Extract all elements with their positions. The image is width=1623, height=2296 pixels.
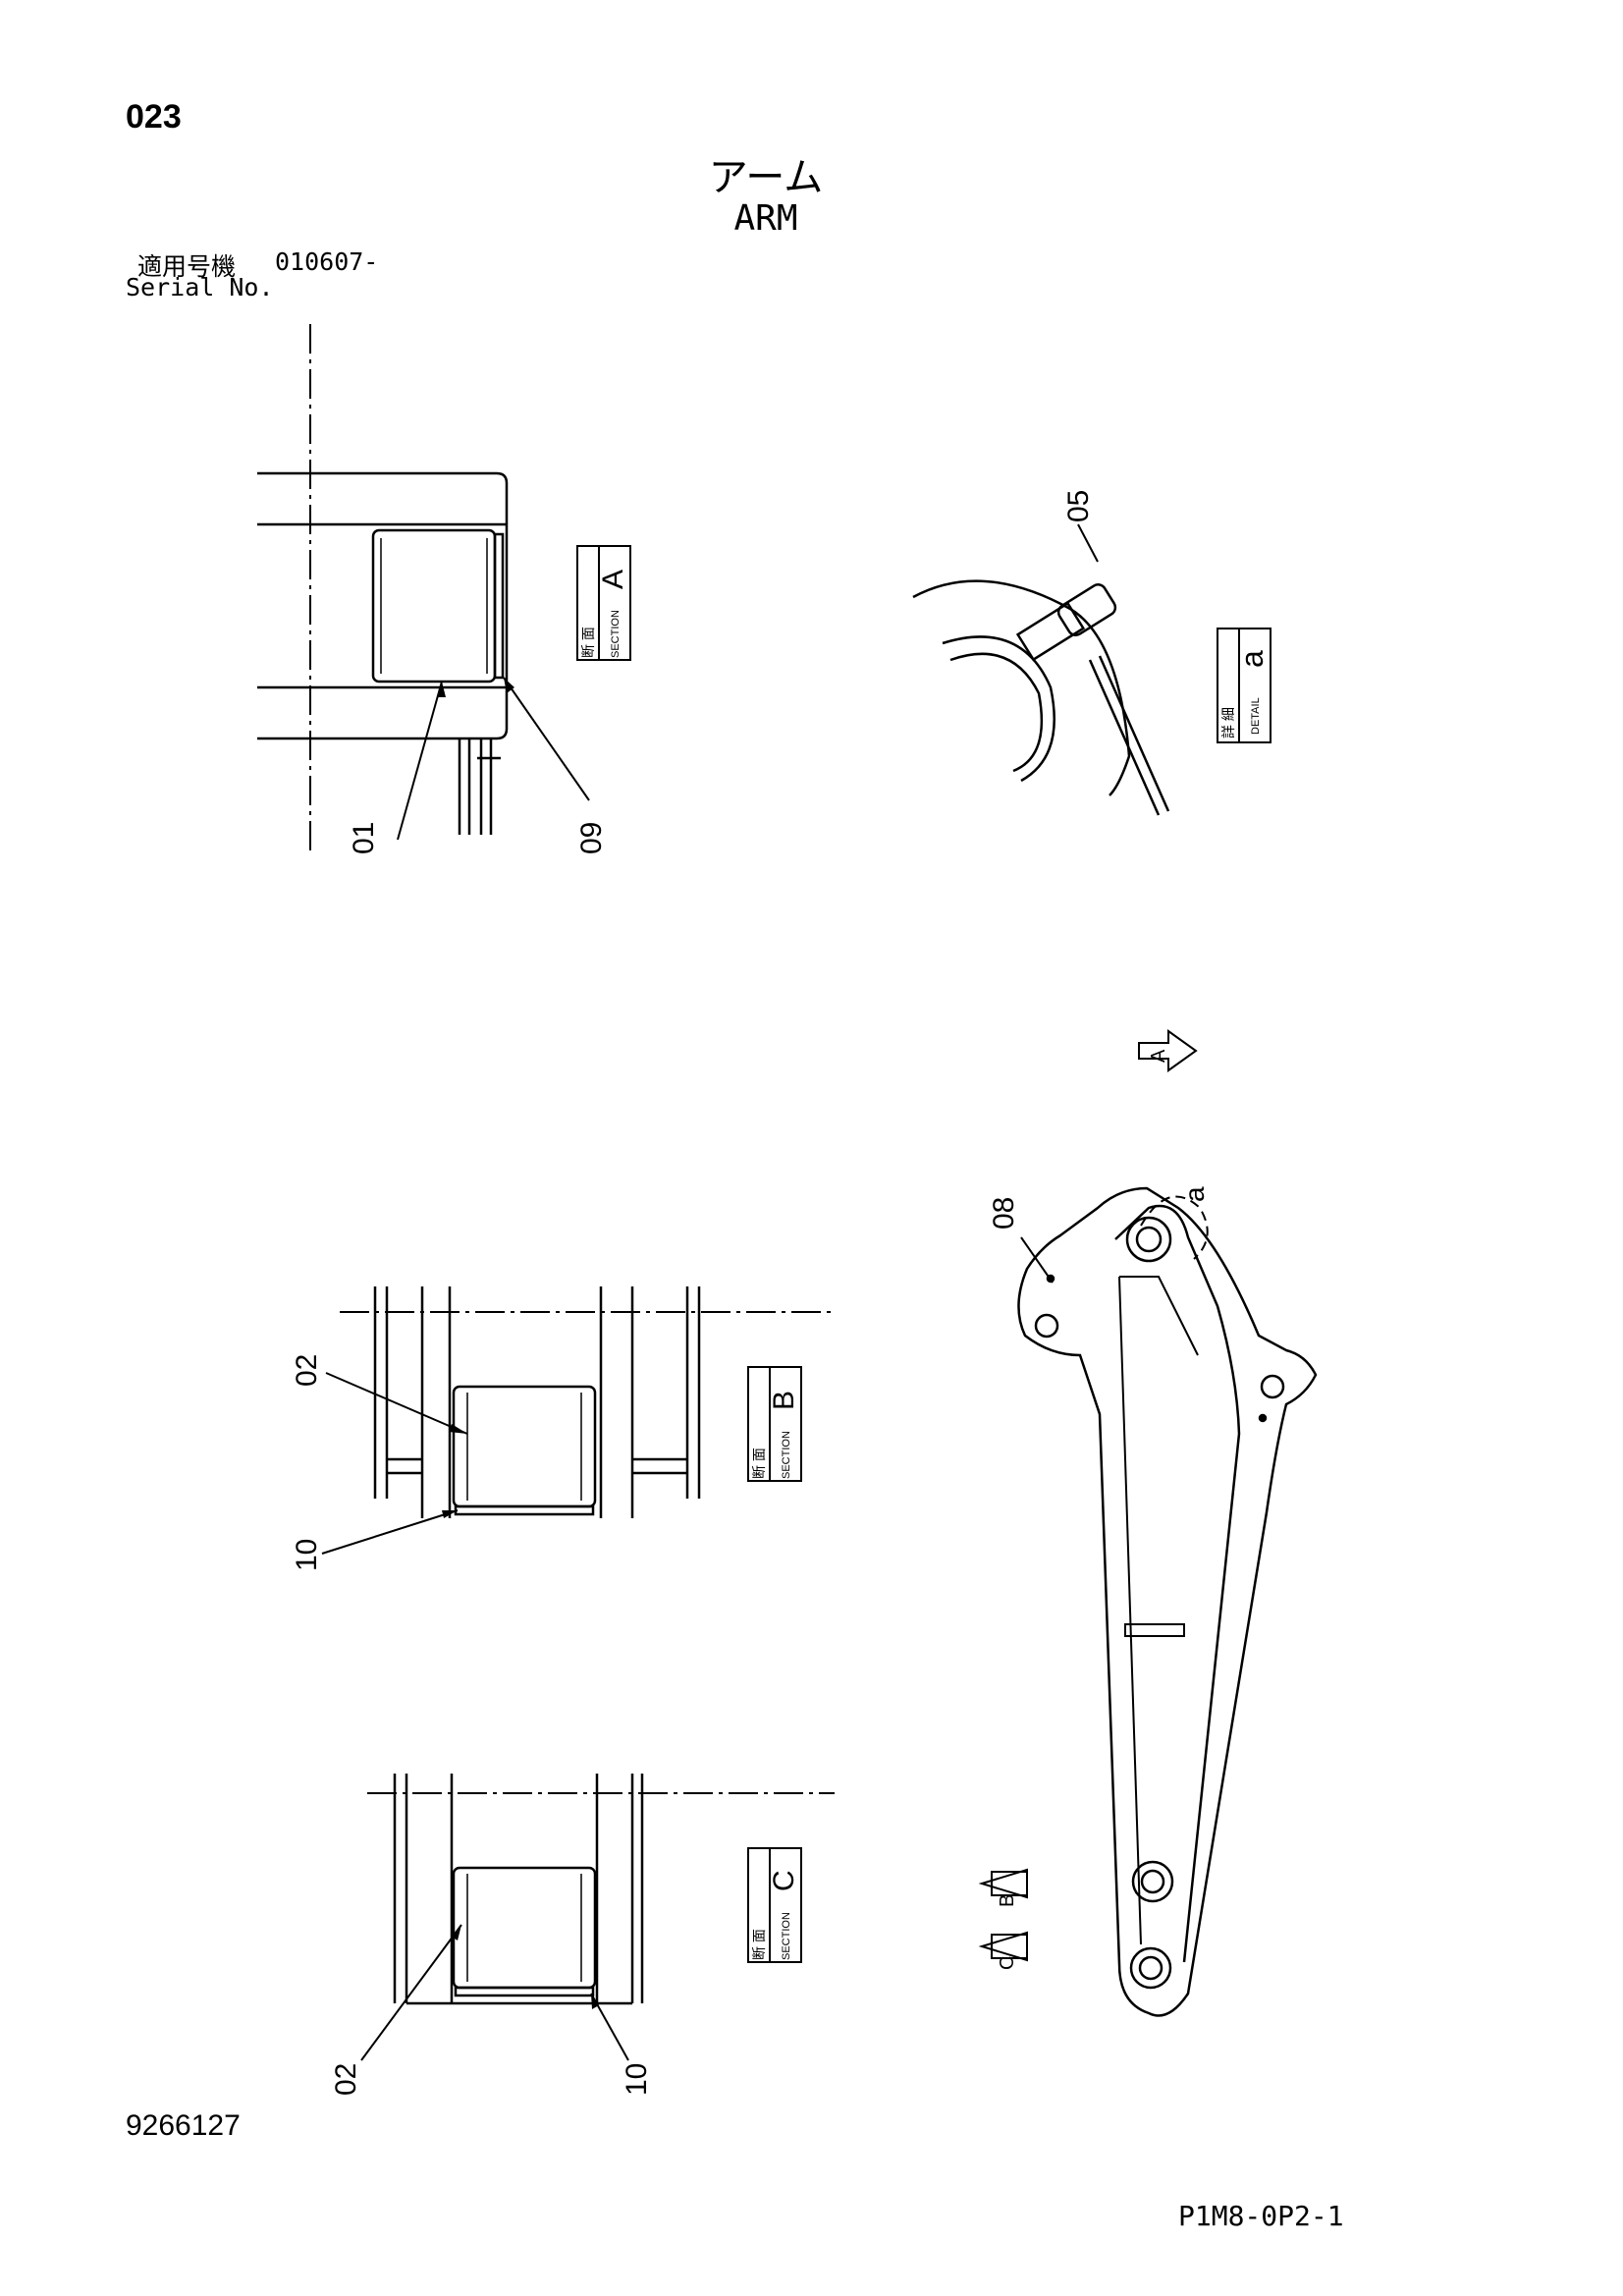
callout-02-c: 02 — [330, 2063, 362, 2096]
detail-a-word-jp: 詳 細 — [1220, 707, 1236, 738]
callout-09: 09 — [575, 822, 608, 854]
section-c-word-jp: 断 面 — [751, 1929, 767, 1960]
serial-value: 010607- — [275, 247, 379, 276]
title-japanese: アーム — [708, 155, 824, 200]
section-b-word-en: SECTION — [781, 1431, 792, 1479]
callout-10-c: 10 — [621, 2063, 653, 2096]
title-english: ARM — [733, 198, 798, 239]
serial-label-japanese: 適用号機 — [137, 252, 237, 281]
view-arrow-b-letter: B — [997, 1894, 1018, 1907]
callout-02-b: 02 — [291, 1354, 323, 1387]
section-c-letter: C — [768, 1870, 800, 1891]
section-a-word-jp: 断 面 — [580, 627, 596, 658]
section-c-word-en: SECTION — [781, 1912, 792, 1960]
callout-05: 05 — [1062, 490, 1095, 522]
section-b-letter: B — [768, 1391, 800, 1410]
view-arrow-a-letter: A — [1148, 1049, 1169, 1063]
view-arrow-c-letter: C — [997, 1956, 1018, 1970]
section-a-letter: A — [597, 570, 629, 589]
callout-01: 01 — [348, 822, 380, 854]
arm-main-view: A a 08 B C — [978, 1029, 1318, 2017]
detail-a-letter: a — [1234, 650, 1270, 668]
section-c-view: 02 10 断 面 SECTION C — [330, 1774, 835, 2096]
page-number: 023 — [126, 98, 182, 136]
page-code: P1M8-0P2-1 — [1178, 2200, 1344, 2232]
callout-10-b: 10 — [291, 1539, 323, 1571]
callout-08: 08 — [988, 1197, 1020, 1230]
section-a-view: 01 09 断 面 SECTION A — [257, 324, 631, 854]
section-a-word-en: SECTION — [610, 610, 622, 658]
detail-a-word-en: DETAIL — [1250, 697, 1262, 735]
serial-label-english: Serial No. — [126, 273, 274, 301]
section-b-word-jp: 断 面 — [751, 1448, 767, 1479]
section-b-view: 02 10 断 面 SECTION B — [291, 1286, 835, 1571]
arm-callout-a: a — [1179, 1186, 1210, 1202]
detail-a-view: 05 詳 細 DETAIL a — [912, 490, 1271, 816]
document-id: 9266127 — [126, 2109, 241, 2142]
